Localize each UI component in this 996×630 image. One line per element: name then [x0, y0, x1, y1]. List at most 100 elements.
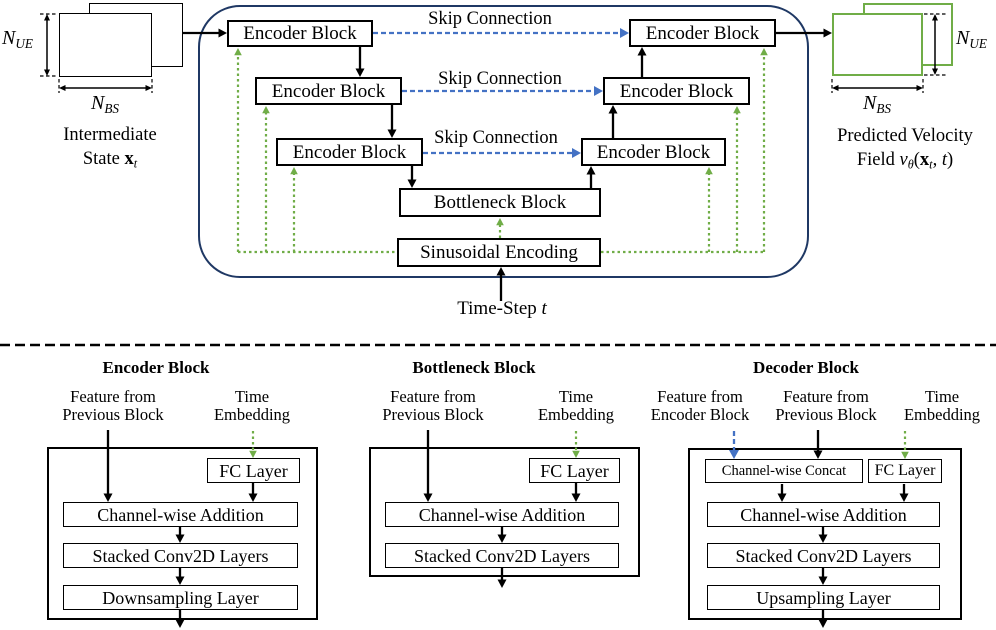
label-line2: Previous Block: [62, 405, 164, 424]
n-symbol: N: [863, 92, 877, 114]
skip-connection-label-3: Skip Connection: [434, 128, 558, 148]
input-nbs-dim-arrow-head: [145, 85, 152, 91]
decoder-stacked-conv2d: Stacked Conv2D Layers: [707, 543, 940, 568]
decoder-detail-frame: [688, 448, 962, 620]
label-line2: Previous Block: [775, 405, 877, 424]
layer-label: Channel-wise Addition: [97, 504, 264, 525]
t-variable: t: [941, 150, 947, 170]
encoder-channelwise-addition: Channel-wise Addition: [63, 502, 298, 527]
output-nbs-dim-arrow-head: [832, 85, 839, 91]
label-line1: Feature from: [390, 387, 476, 406]
decoder-channelwise-concat: Channel-wise Concat: [705, 459, 863, 483]
decoder-fc-layer: FC Layer: [868, 459, 942, 483]
label-line1: Feature from: [70, 387, 156, 406]
input-caption-line2: State xt: [82, 149, 138, 171]
encoder-block-label: Encoder Block: [243, 23, 357, 44]
encoder-block-label: Encoder Block: [596, 141, 711, 163]
v-variable: v: [899, 150, 908, 170]
output-caption-line1: Predicted Velocity: [837, 126, 973, 146]
ue-subscript: UE: [15, 35, 33, 51]
encoder-block-label: Encoder Block: [292, 141, 407, 163]
encoder-detail-frame: [47, 447, 318, 620]
skip-connection-label-2: Skip Connection: [438, 69, 562, 89]
encoder-block-left-2: Encoder Block: [255, 77, 402, 105]
paren-close: ): [946, 150, 954, 170]
encoder-block-right-3: Encoder Block: [581, 138, 726, 166]
output-matrix-front: [832, 13, 923, 76]
ue-subscript: UE: [969, 35, 987, 51]
n-symbol: N: [2, 27, 16, 49]
label-line1: Time: [234, 387, 270, 406]
label-line2: Embedding: [213, 405, 291, 424]
bottleneck-detail-frame: [369, 447, 640, 577]
label-line1: Feature from: [657, 387, 743, 406]
input-nue-dim-arrow-head: [44, 14, 50, 21]
decoder-channelwise-addition: Channel-wise Addition: [707, 502, 940, 527]
bottleneck-detail-title: Bottleneck Block: [412, 358, 536, 377]
output-nbs-label: NBS: [863, 93, 891, 115]
input-caption-line1: Intermediate: [63, 125, 157, 145]
layer-label: FC Layer: [219, 460, 288, 481]
sinusoidal-label: Sinusoidal Encoding: [420, 242, 578, 263]
field-text: Field: [856, 150, 900, 170]
layer-label: Channel-wise Concat: [721, 462, 847, 479]
encoder-block-right-2: Encoder Block: [603, 77, 750, 105]
dec-output-arrow-detail-head: [818, 619, 828, 628]
input-nbs-label: NBS: [91, 93, 119, 115]
encoder-fc-layer: FC Layer: [207, 458, 300, 483]
input-nbs-dim-arrow-head: [59, 85, 66, 91]
paren-open: (: [913, 150, 920, 170]
layer-label: Upsampling Layer: [756, 587, 891, 608]
encoder-detail-title: Encoder Block: [102, 358, 210, 377]
input-nue-dim-arrow-head: [44, 69, 50, 76]
x-vector: x: [124, 149, 134, 169]
encoder-block-label: Encoder Block: [645, 22, 760, 44]
layer-label: FC Layer: [540, 460, 609, 481]
n-symbol: N: [91, 92, 105, 114]
bottleneck-fc-layer: FC Layer: [529, 458, 620, 483]
bs-subscript: BS: [104, 100, 119, 116]
layer-label: Stacked Conv2D Layers: [92, 545, 269, 566]
encoder-block-left-3: Encoder Block: [276, 138, 423, 166]
label-line1: Time: [558, 387, 594, 406]
encoder-downsampling-layer: Downsampling Layer: [63, 585, 298, 610]
output-nue-label: NUE: [956, 28, 987, 50]
theta-subscript: θ: [907, 157, 914, 172]
input-nue-label: NUE: [2, 28, 33, 50]
state-text: State: [82, 149, 125, 169]
sinusoidal-encoding-block: Sinusoidal Encoding: [397, 238, 601, 267]
bottleneck-channelwise-addition: Channel-wise Addition: [385, 502, 619, 527]
decoder-upsampling-layer: Upsampling Layer: [707, 585, 940, 610]
layer-label: Stacked Conv2D Layers: [414, 545, 590, 566]
label-line1: Feature from: [783, 387, 869, 406]
t-subscript: t: [929, 157, 933, 172]
unet-output-arrow-head: [823, 28, 832, 38]
layer-label: Channel-wise Addition: [418, 504, 586, 525]
x-vector: x: [919, 150, 930, 170]
encoder-block-label: Encoder Block: [619, 80, 734, 102]
enc-output-arrow-detail-head: [175, 619, 185, 628]
input-matrix-front: [59, 13, 152, 77]
bottleneck-stacked-conv2d: Stacked Conv2D Layers: [385, 543, 619, 568]
unet-container-frame: [198, 5, 809, 278]
layer-label: Downsampling Layer: [102, 587, 259, 608]
decoder-detail-title: Decoder Block: [753, 358, 859, 377]
output-nbs-dim-arrow-head: [916, 85, 923, 91]
bn-output-arrow-detail-head: [497, 579, 507, 588]
t-subscript: t: [133, 156, 138, 171]
n-symbol: N: [956, 27, 970, 49]
label-line2: Previous Block: [382, 405, 484, 424]
timestep-label: Time-Step t: [457, 299, 547, 319]
timestep-text: Time-Step: [457, 298, 542, 319]
layer-label: Channel-wise Addition: [740, 504, 907, 525]
label-line2: Embedding: [537, 405, 615, 424]
encoder-stacked-conv2d: Stacked Conv2D Layers: [63, 543, 298, 568]
skip-connection-label-1: Skip Connection: [428, 9, 552, 29]
output-caption-line2: Field vθ(xt, t): [856, 150, 954, 172]
layer-label: Stacked Conv2D Layers: [735, 545, 912, 566]
label-line2: Embedding: [903, 405, 981, 424]
encoder-block-right-1: Encoder Block: [629, 19, 776, 47]
